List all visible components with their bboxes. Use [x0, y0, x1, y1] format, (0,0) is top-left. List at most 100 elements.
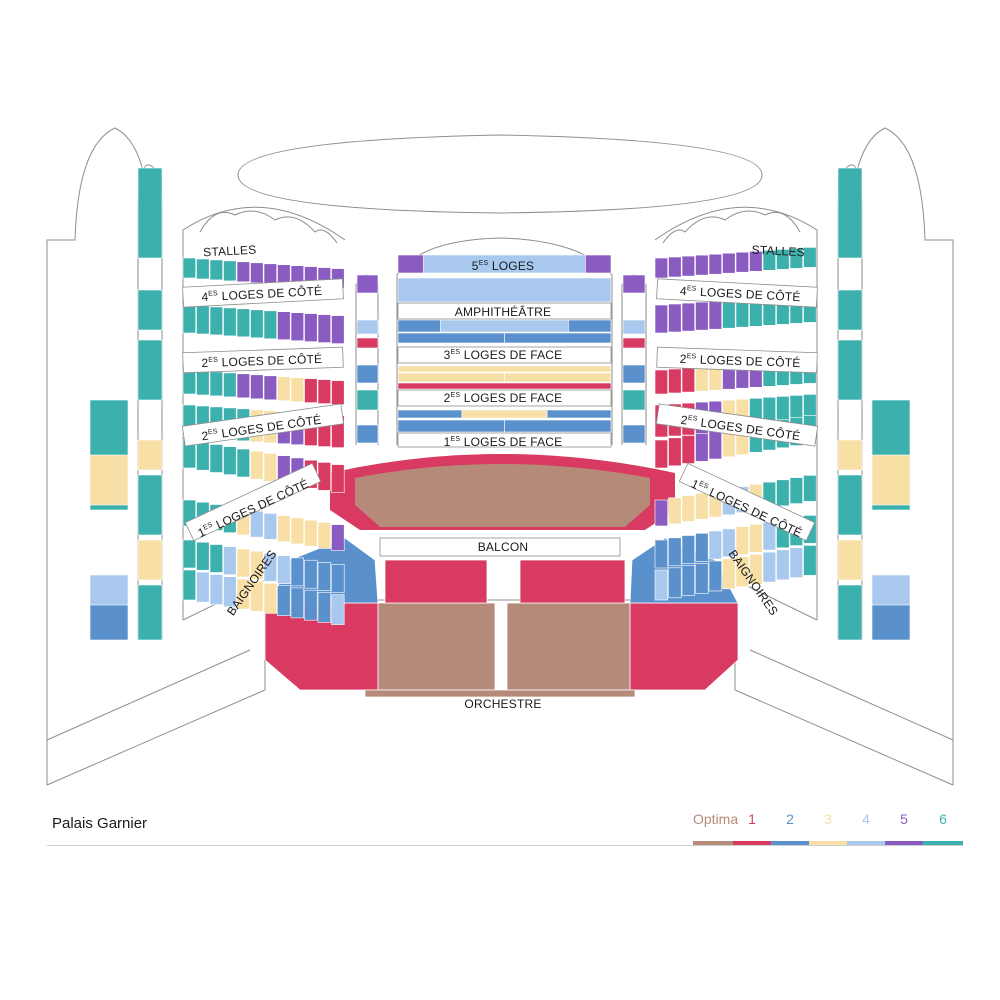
- right-side-loge-box: [708, 530, 722, 560]
- label-number: 2: [680, 413, 689, 428]
- left-side-loge-box: [304, 559, 318, 589]
- orchestra-right-rear: [629, 602, 739, 691]
- left-side-loge-box: [182, 569, 196, 601]
- left-side-loge-box: [263, 553, 277, 582]
- left-side-loge-box: [331, 564, 345, 593]
- right-side-loge-box: [762, 551, 776, 583]
- loges5-band-segment: [585, 254, 612, 274]
- legend-bar: [923, 841, 963, 845]
- label-number: 1: [444, 435, 451, 449]
- right-side-loge-box: [695, 532, 709, 562]
- left-narrow-column-block: [356, 364, 379, 384]
- legend-category-5: 5: [885, 808, 923, 846]
- label-banner: [182, 278, 344, 308]
- label-superscript: ES: [698, 480, 710, 491]
- legend-category-4: 4: [847, 808, 885, 846]
- left-side-loge-box: [196, 370, 210, 396]
- legend-label: 3: [824, 811, 832, 827]
- right-side-loge-box: [708, 253, 722, 275]
- left-narrow-column-block: [356, 274, 379, 294]
- right-side-loge-box: [708, 430, 722, 460]
- upper-amphitheatre-band-segment: [397, 277, 612, 303]
- label-number: 4: [680, 284, 688, 298]
- label-loges4-right: 4ES LOGES DE CÔTÉ: [680, 283, 801, 304]
- loges3-band-c-segment: [397, 382, 612, 390]
- label-loges5: 5ES LOGES: [472, 259, 535, 273]
- left-side-loge-box: [250, 550, 264, 580]
- right-boxes-inner-arches: [662, 210, 801, 244]
- left-side-loge-box: [182, 257, 196, 279]
- left-side-loge-box: [250, 450, 264, 480]
- right-narrow-column-block: [622, 319, 646, 335]
- right-side-loge-box: [735, 251, 749, 273]
- right-outer-column-block: [871, 454, 911, 506]
- right-side-loge-box: [708, 300, 722, 330]
- right-side-loge-box: [654, 304, 668, 334]
- right-column: [621, 274, 647, 445]
- label-superscript: ES: [687, 285, 697, 293]
- legend-category-1: 1: [733, 808, 771, 846]
- left-far-column-block: [137, 539, 163, 581]
- left-side-loge-box: [236, 578, 250, 610]
- label-text: LOGES DE FACE: [460, 435, 562, 449]
- label-text: LOGES DE CÔTÉ: [218, 283, 323, 303]
- left-column: [355, 274, 379, 445]
- right-narrow-column-block: [622, 424, 646, 444]
- loges5-band-segment: [397, 254, 424, 274]
- label-stalles-left: STALLES: [203, 243, 257, 260]
- left-side-loge-box: [250, 374, 264, 400]
- label-text: LOGES DE CÔTÉ: [218, 351, 323, 370]
- right-boxes-arch: [654, 206, 818, 620]
- legend-label: Optima: [693, 811, 739, 827]
- label-orchestre: ORCHESTRE: [464, 697, 541, 711]
- right-side-loge-box: [789, 248, 803, 269]
- label-banner: [678, 462, 816, 542]
- ceiling-outline: [237, 134, 763, 214]
- left-boxes-arch: [182, 206, 346, 620]
- left-side-loge-box: [304, 313, 318, 342]
- left-far-column-block: [137, 584, 163, 641]
- right-side-loge-box: [695, 254, 709, 276]
- right-side-loge-box: [722, 528, 736, 558]
- left-side-loge-box: [196, 441, 210, 471]
- left-far-column-block: [137, 167, 163, 259]
- right-side-loge-box: [654, 539, 668, 569]
- right-side-loge-box: [695, 301, 709, 331]
- right-narrow-column-block: [622, 364, 646, 384]
- left-far-column-block: [137, 439, 163, 471]
- right-side-loge-box: [695, 492, 709, 520]
- orchestra-rear-strip: [364, 689, 636, 698]
- loges2-band-a-segment: [461, 409, 548, 419]
- right-far-column-block: [837, 339, 863, 401]
- left-outer-column-block: [89, 574, 129, 611]
- label-number: 5: [472, 259, 479, 273]
- left-side-loge-box: [317, 462, 331, 491]
- label-loges1-face: 1ES LOGES DE FACE: [444, 435, 563, 449]
- right-side-loge-box: [668, 368, 682, 394]
- venue-title: Palais Garnier: [52, 815, 148, 832]
- left-side-loge-box: [290, 312, 304, 342]
- left-side-loge-box: [196, 258, 210, 280]
- right-side-loge-box: [668, 497, 682, 525]
- label-number: 2: [201, 356, 208, 370]
- label-amphitheatre: AMPHITHÉÂTRE: [455, 304, 551, 319]
- left-side-loge-box: [317, 379, 331, 404]
- left-side-loge-box: [236, 548, 250, 578]
- right-side-loge-box: [668, 437, 682, 467]
- right-side-loge-box: [735, 556, 749, 587]
- right-side-loge-box: [749, 553, 763, 585]
- right-far-column-block: [837, 439, 863, 471]
- right-side-loge-box: [789, 477, 803, 504]
- label-superscript: ES: [450, 349, 460, 356]
- right-side-loge-box: [803, 545, 817, 576]
- left-side-loge-box: [331, 315, 345, 344]
- left-side-loge-box: [209, 544, 223, 573]
- label-stalles-right: STALLES: [751, 243, 805, 260]
- label-banner: [184, 462, 322, 542]
- left-side-loge-box: [263, 263, 277, 285]
- loges3-band-b-segment: [504, 372, 612, 383]
- right-far-column-block: [837, 167, 863, 259]
- left-side-loge-box: [196, 541, 210, 571]
- label-number: 2: [201, 429, 210, 444]
- label-banner: [379, 537, 621, 557]
